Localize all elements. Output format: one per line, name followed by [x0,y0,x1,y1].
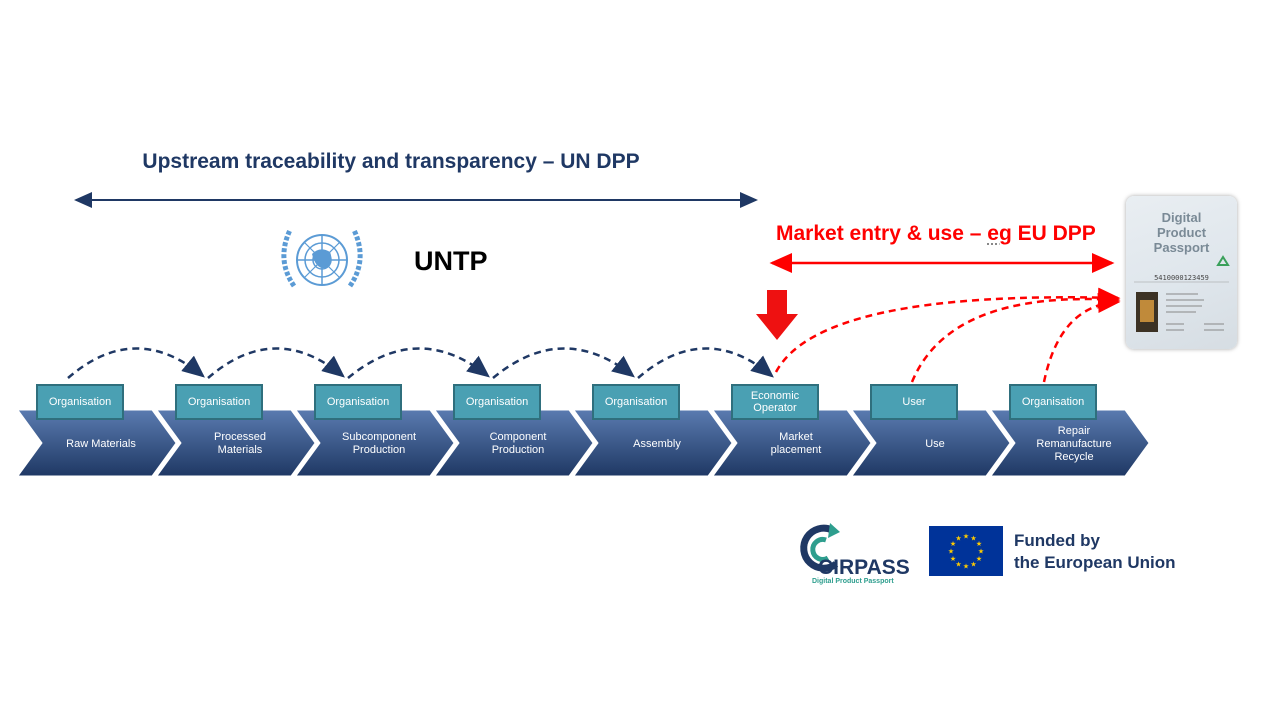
stage-actor-5: Organisation [592,384,680,420]
stage-label-2: Processed Materials [214,431,266,456]
market-title-eg: eg [987,222,1012,245]
stage-chevron-2 [156,409,316,477]
stage-label-1: Raw Materials [66,437,136,450]
cirpass-wordmark: CIRPASS [818,556,910,579]
flow-arc-5 [637,347,774,379]
eu-stars: ★★★★★★★★★★★★ [948,533,984,571]
eu-funding-line2: the European Union [1014,553,1176,572]
cirpass-tagline: Digital Product Passport [812,578,894,585]
stage-chevron-8 [990,409,1150,477]
eu-flag-icon: ★★★★★★★★★★★★ [929,526,1003,576]
digital-product-passport: Digital Product Passport 5410000123459 [1126,196,1237,349]
stage-actor-4: Organisation [453,384,541,420]
eu-star-icon: ★ [955,535,961,543]
flow-arc-1 [67,347,205,379]
stage-label-7: Use [925,437,945,450]
stage-actor-7: User [870,384,958,420]
stage-chevron-4 [434,409,594,477]
cirpass-logo-icon [800,523,840,572]
recycle-icon [1216,255,1230,266]
un-emblem-icon [281,228,363,288]
dpp-link-use [910,288,1121,383]
dpp-card-graphics [1134,255,1230,332]
dpp-link-market [774,287,1121,373]
eu-star-icon: ★ [976,555,982,563]
dpp-link-repair [1042,293,1121,383]
stage-chevron-1 [17,409,177,477]
eu-star-icon: ★ [978,548,984,556]
market-title-post: EU DPP [1011,222,1096,245]
flow-arc-4 [492,347,635,379]
stage-actor-3: Organisation [314,384,402,420]
stage-actor-6: Economic Operator [731,384,819,420]
untp-label: UNTP [414,246,488,276]
stage-label-5: Assembly [633,437,681,450]
stage-label-8: Repair Remanufacture Recycle [1036,424,1112,463]
stage-chevron-7 [851,409,1011,477]
eu-star-icon: ★ [948,548,954,556]
eu-star-icon: ★ [963,533,969,541]
stage-chevron-3 [295,409,455,477]
stage-label-4: Component Production [489,431,547,456]
eu-star-icon: ★ [950,540,956,548]
stage-actor-2: Organisation [175,384,263,420]
stage-label-3: Subcomponent Production [342,431,416,456]
flow-arc-2 [207,347,345,379]
eu-star-icon: ★ [976,540,982,548]
eu-star-icon: ★ [950,555,956,563]
market-title-pre: Market entry & use – [776,222,988,245]
stage-chevron-5 [573,409,733,477]
stage-chevron-6 [712,409,872,477]
eu-funding-line1: Funded by [1014,531,1100,550]
stage-actor-1: Organisation [36,384,124,420]
eu-star-icon: ★ [963,563,969,571]
upstream-title: Upstream traceability and transparency –… [142,150,640,173]
stage-label-6: Market placement [770,431,822,456]
eu-star-icon: ★ [970,560,976,568]
stage-actor-8: Organisation [1009,384,1097,420]
market-title: Market entry & use – eg EU DPP [776,222,1096,246]
flow-arc-3 [347,347,490,379]
dpp-number: 5410000123459 [1154,274,1209,282]
eu-star-icon: ★ [955,560,961,568]
dpp-title: Digital Product Passport [1153,210,1210,255]
eu-funding-text: Funded by the European Union [1014,530,1176,574]
red-down-arrow-icon [756,290,798,340]
eu-star-icon: ★ [970,535,976,543]
